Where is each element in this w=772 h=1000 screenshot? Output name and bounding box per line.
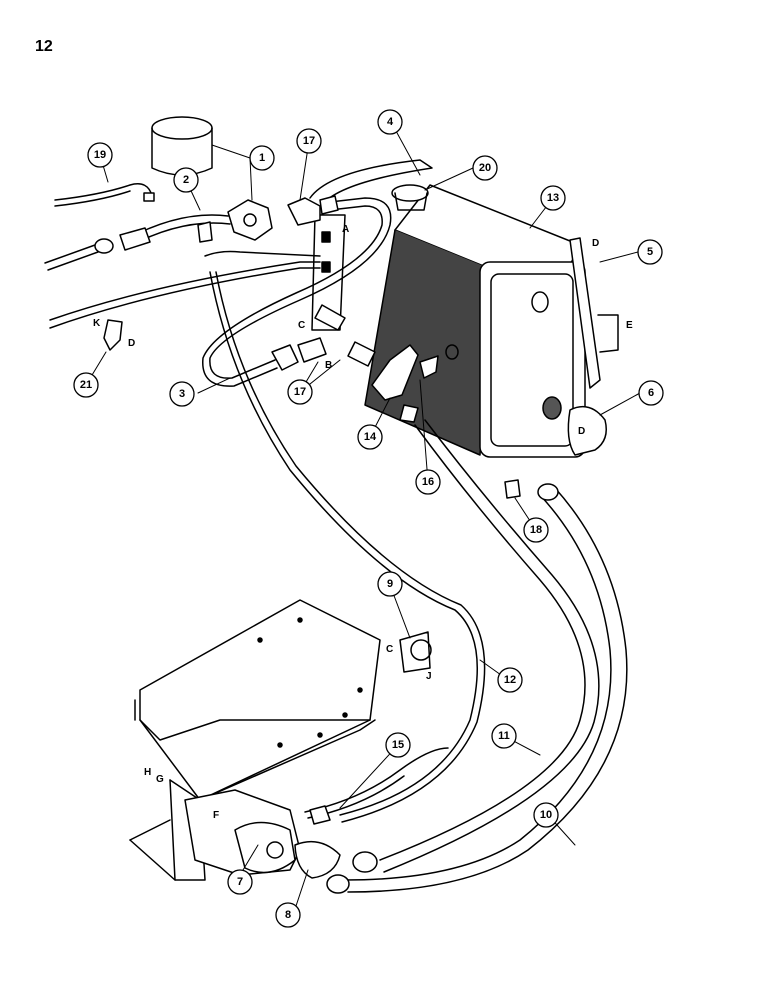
callout-label-8: 8 — [285, 909, 291, 921]
callout-label-2: 2 — [183, 174, 189, 186]
letter-c-tank: C — [298, 320, 305, 331]
callout-18 — [523, 517, 549, 543]
pump-mounting-bracket — [129, 599, 381, 881]
callout-15 — [385, 732, 411, 758]
callout-label-4: 4 — [387, 116, 394, 128]
callout-label-17-bottom: 17 — [294, 386, 306, 398]
letter-e: E — [626, 320, 633, 331]
letter-d-clamp: D — [578, 426, 585, 437]
callout-14 — [357, 424, 383, 450]
letter-k: K — [93, 318, 101, 329]
callout-16 — [415, 469, 441, 495]
callout-4 — [377, 109, 403, 135]
callout-label-11: 11 — [498, 730, 510, 742]
callout-label-14: 14 — [364, 431, 377, 443]
callout-label-5: 5 — [647, 246, 653, 258]
callout-9 — [377, 571, 403, 597]
callout-1 — [249, 145, 275, 171]
letter-a: A — [342, 224, 349, 235]
callout-label-7: 7 — [237, 876, 243, 888]
hydraulic-pump — [184, 789, 341, 879]
callout-label-15: 15 — [392, 739, 404, 751]
letter-h: H — [144, 767, 151, 778]
callouts — [73, 109, 664, 928]
callout-3 — [169, 381, 195, 407]
letter-j: J — [426, 671, 432, 682]
callout-6 — [638, 380, 664, 406]
callout-7 — [227, 869, 253, 895]
callout-8 — [275, 902, 301, 928]
callout-21 — [73, 372, 99, 398]
callout-label-12: 12 — [504, 674, 516, 686]
tube-lines — [44, 183, 628, 894]
callout-label-16: 16 — [422, 476, 434, 488]
callout-10 — [533, 802, 559, 828]
callout-5 — [637, 239, 663, 265]
callout-label-19: 19 — [94, 149, 106, 161]
letter-f: F — [213, 810, 219, 821]
reservoir-tank — [309, 159, 619, 458]
callout-label-13: 13 — [547, 192, 559, 204]
letter-d-clip: D — [128, 338, 135, 349]
callout-labels: 1 2 3 4 5 6 7 8 9 10 11 12 13 14 15 16 1… — [80, 116, 654, 921]
letter-marks: A B C D D E K D C J H G F — [93, 224, 633, 821]
callout-17-bottom — [287, 379, 313, 405]
callout-label-3: 3 — [179, 388, 185, 400]
callout-13 — [540, 185, 566, 211]
letter-d-bracket: D — [592, 238, 599, 249]
callout-label-6: 6 — [648, 387, 654, 399]
callout-label-10: 10 — [540, 809, 552, 821]
callout-label-21: 21 — [80, 379, 92, 391]
callout-20 — [472, 155, 498, 181]
callout-12 — [497, 667, 523, 693]
hose-clip — [399, 631, 432, 673]
page-number: 12 — [35, 38, 53, 55]
callout-label-9: 9 — [387, 578, 393, 590]
callout-2 — [173, 167, 199, 193]
callout-label-17-top: 17 — [303, 135, 315, 147]
letter-b: B — [325, 360, 332, 371]
callout-label-1: 1 — [259, 152, 265, 164]
oil-filter — [151, 116, 273, 241]
callout-label-20: 20 — [479, 162, 491, 174]
callout-17-top — [296, 128, 322, 154]
letter-g: G — [156, 774, 164, 785]
tube-clip — [103, 319, 123, 351]
callout-19 — [87, 142, 113, 168]
letter-c-clip: C — [386, 644, 393, 655]
callout-11 — [491, 723, 517, 749]
callout-label-18: 18 — [530, 524, 542, 536]
